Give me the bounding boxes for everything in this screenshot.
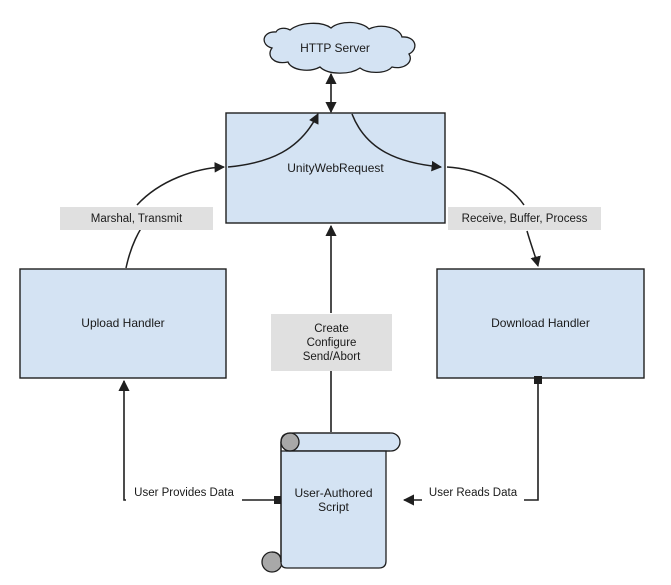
node-user-script-shape (261, 432, 401, 573)
edge-label-user-reads-data-bg (422, 486, 524, 502)
edge-user-provides-data (118, 379, 282, 504)
edge-unitywebrequest-to-download (446, 166, 525, 206)
edge-label-user-provides-data-bg (126, 486, 242, 502)
node-unitywebrequest-shape (225, 112, 446, 224)
edge-unitywebrequest-to-download-tail (526, 230, 541, 268)
node-http-server-shape (263, 21, 416, 74)
tag-create-configure-send-bg (271, 314, 392, 371)
tag-receive-buffer-process-bg (448, 207, 601, 230)
edge-upload-to-unitywebrequest-curve (136, 162, 226, 206)
edge-upload-inside-box (227, 113, 319, 168)
node-download-handler-shape (436, 268, 645, 379)
node-upload-handler-shape (19, 268, 227, 379)
edge-user-reads-data (402, 376, 542, 506)
tag-marshal-transmit-bg (60, 207, 213, 230)
edge-unitywebrequest-inside-box-right (351, 113, 443, 172)
